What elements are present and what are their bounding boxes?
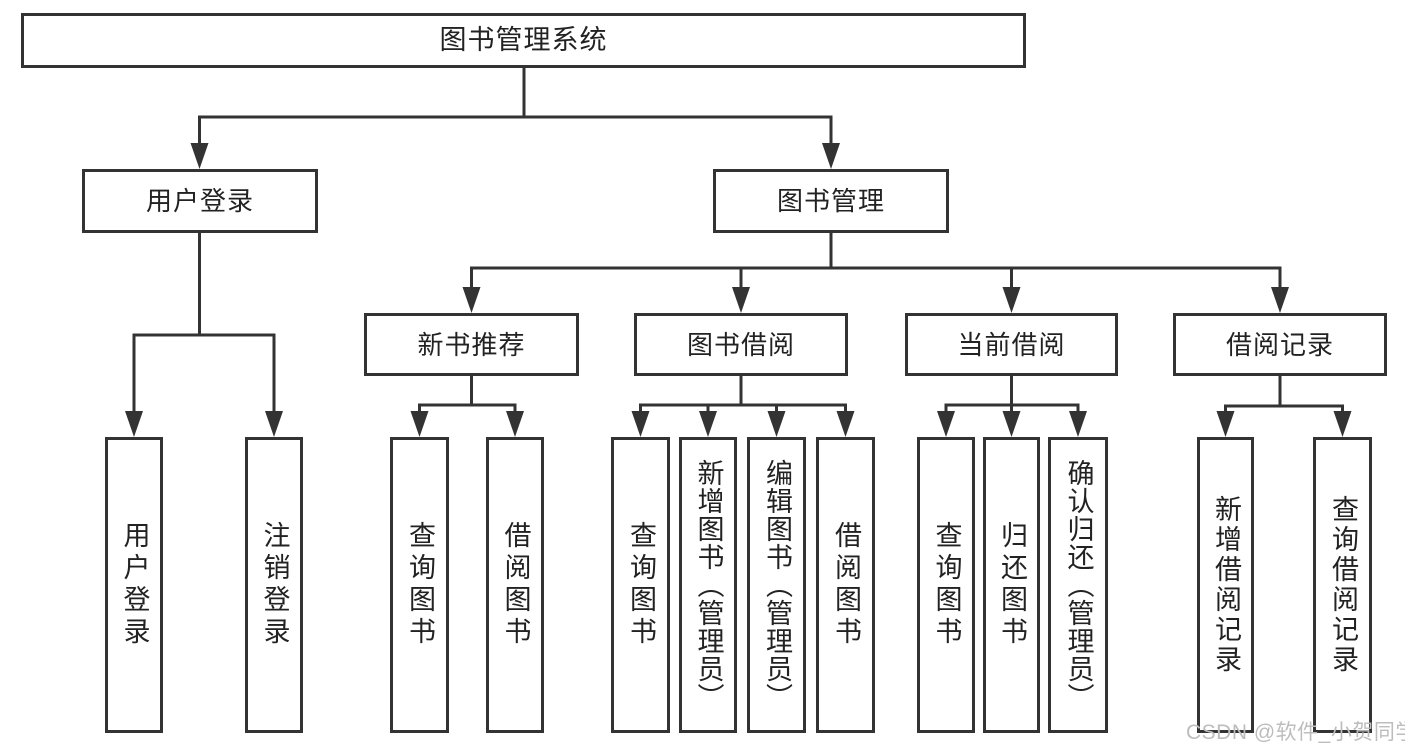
arrowhead [836,411,855,437]
node-label: 当前借阅 [957,329,1066,360]
arrowhead [1333,411,1352,437]
arrowhead [1069,411,1087,437]
node-label: 查询图书 [405,521,435,649]
node-label: 新增图书（管理员） [693,459,724,711]
arrowhead [822,143,840,169]
leaf-current-confirm-return-admin: 确认归还（管理员） [1048,437,1108,733]
leaf-newbooks-borrow-books: 借阅图书 [486,437,544,733]
arrowhead [125,411,143,437]
node-book-management: 图书管理 [713,169,949,233]
leaf-borrow-edit-books-admin: 编辑图书（管理员） [747,437,806,733]
leaf-newbooks-query-books: 查询图书 [390,437,449,733]
leaf-current-return-books: 归还图书 [983,437,1040,733]
arrowhead [699,411,717,437]
node-label: 用户登录 [145,186,254,216]
node-label: 图书管理 [776,186,885,216]
arrowhead [462,287,481,313]
node-root-system: 图书管理系统 [21,13,1026,68]
arrowhead [937,411,955,437]
arrowhead [190,143,209,169]
node-label: 查询图书 [626,521,656,649]
leaf-records-add-borrow-record: 新增借阅记录 [1197,437,1254,733]
node-new-book-recommend: 新书推荐 [364,313,579,376]
node-label: 图书借阅 [686,329,795,360]
arrowhead [265,411,283,437]
node-label: 借阅图书 [500,521,531,649]
node-label: 归还图书 [997,521,1027,649]
arrowhead [631,411,650,437]
node-label: 编辑图书（管理员） [762,459,792,711]
leaf-borrow-borrow-books: 借阅图书 [816,437,875,733]
csdn-watermark: CSDN @软件_小贺同学 [1186,721,1405,744]
arrowhead [1216,411,1235,437]
node-label: 新增借阅记录 [1211,495,1241,675]
leaf-current-query-books: 查询图书 [917,437,975,733]
arrowheads [125,143,1352,437]
arrowhead [1271,287,1289,313]
leaf-borrow-query-books: 查询图书 [611,437,670,733]
arrowhead [506,411,524,437]
node-label: 图书管理系统 [439,25,608,55]
arrowhead [767,411,786,437]
node-label: 用户登录 [119,521,150,649]
node-borrow-records: 借阅记录 [1173,313,1387,376]
leaf-records-query-borrow-record: 查询借阅记录 [1313,437,1372,733]
node-label: 查询借阅记录 [1328,495,1358,675]
node-label: 注销登录 [259,521,290,649]
arrowhead [732,287,750,313]
leaf-borrow-add-books-admin: 新增图书（管理员） [679,437,737,733]
node-user-login: 用户登录 [82,169,318,233]
node-label: 查询图书 [931,521,962,649]
node-label: 新书推荐 [417,329,526,360]
arrowhead [1002,287,1021,313]
node-label: 借阅图书 [831,521,861,649]
arrowhead [410,411,429,437]
node-book-borrow: 图书借阅 [634,313,848,376]
leaf-logout: 注销登录 [245,437,303,733]
arrowhead [1002,411,1021,437]
node-label: 借阅记录 [1225,329,1334,360]
node-current-borrow: 当前借阅 [905,313,1118,376]
node-label: 确认归还（管理员） [1063,459,1094,711]
leaf-user-login: 用户登录 [105,437,163,733]
